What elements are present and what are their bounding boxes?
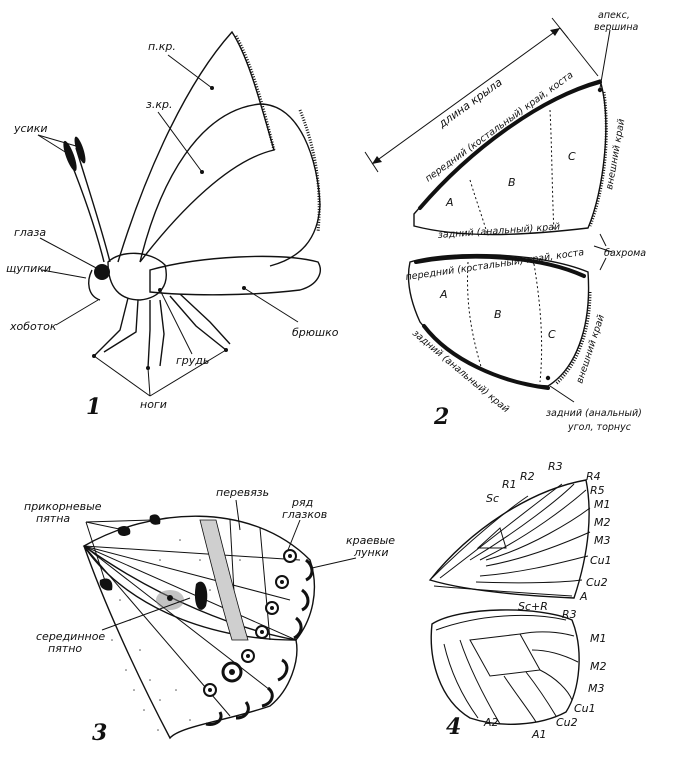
fig1-number: 1 bbox=[86, 394, 101, 420]
fig2-label-tornus-1: задний (анальный) bbox=[546, 408, 642, 419]
fig4-fw-r1: R1 bbox=[502, 478, 517, 491]
fig4-hw-cu1: Cu1 bbox=[574, 702, 596, 715]
fig1-thorax bbox=[107, 252, 167, 301]
fig4-hw-m2: M2 bbox=[590, 660, 607, 673]
fig1-forewing bbox=[117, 30, 275, 263]
fig3-label-ocelli-2: глазков bbox=[282, 508, 327, 521]
fig1-label-zkr: з.кр. bbox=[146, 98, 172, 111]
fig4-hw-m3: M3 bbox=[588, 682, 605, 695]
fig2-label-tornus-2: угол, торнус bbox=[567, 422, 632, 433]
fig3-label-basal-1: прикорневые bbox=[24, 500, 102, 513]
fig2-label-bakhroma: бахрома bbox=[604, 248, 646, 259]
fig4-hw-cu2: Cu2 bbox=[556, 716, 578, 729]
fig4-number: 4 bbox=[446, 714, 461, 740]
fig4-fw-m1: M1 bbox=[594, 498, 611, 511]
fig3-label-basal-2: пятна bbox=[36, 512, 70, 525]
fig4-fw-m3: M3 bbox=[594, 534, 611, 547]
fig1-abdomen bbox=[149, 255, 321, 296]
fig4-hw-m1: M1 bbox=[590, 632, 607, 645]
fig1-leg-2 bbox=[147, 300, 151, 369]
fig3-label-ocelli-1: ряд bbox=[291, 496, 313, 509]
fig3-discal-spot bbox=[194, 581, 208, 610]
fig3-label-lunules-1: краевые bbox=[346, 534, 395, 547]
fig1-label-nogi: ноги bbox=[140, 398, 167, 411]
fig4-fw-sc: Sc bbox=[486, 492, 499, 505]
fig4-hw-r3: R3 bbox=[562, 608, 577, 621]
fig3-marginal-lunules bbox=[205, 558, 314, 726]
fig4-hw-a2: A2 bbox=[483, 716, 499, 729]
fig4-hw-a1: A1 bbox=[531, 728, 547, 741]
fig3-label-lunules-2: лунки bbox=[353, 546, 389, 559]
fig3-number: 3 bbox=[92, 720, 107, 746]
fig4-fw-cu1: Cu1 bbox=[590, 554, 612, 567]
fig1-antenna-1 bbox=[69, 159, 105, 263]
fig2-label-outer-edge-hw: внешний край bbox=[574, 313, 607, 385]
fig1-label-glaza: глаза bbox=[14, 226, 46, 239]
fig2-hw-region-b: B bbox=[494, 308, 502, 321]
fig2-fw-region-c: C bbox=[568, 150, 576, 163]
fig2-wing-regions: A B C A B C длина крыла передний (костал… bbox=[364, 10, 646, 433]
fig4-fw-a: A bbox=[579, 590, 588, 603]
fig4-hindwing bbox=[430, 609, 580, 725]
fig1-label-khobotok: хоботок bbox=[9, 320, 57, 333]
fig2-label-rear-edge-hw: задний (анальный) край bbox=[410, 328, 511, 415]
fig3-wing-pattern: прикорневые пятна перевязь ряд глазков к… bbox=[24, 486, 395, 746]
fig2-label-rear-edge-fw: задний (анальный) край bbox=[437, 221, 560, 241]
fig2-hw-region-c: C bbox=[548, 328, 556, 341]
fig3-forewing bbox=[82, 515, 316, 641]
fig1-label-grud: грудь bbox=[176, 354, 209, 367]
fig4-hw-scr: Sc+R bbox=[518, 600, 548, 613]
fig2-hw-region-a: A bbox=[439, 288, 448, 301]
fig4-forewing bbox=[428, 479, 590, 599]
fig3-band bbox=[199, 519, 249, 641]
fig1-label-bryushko: брюшко bbox=[292, 326, 339, 339]
fig2-label-apex-2: вершина bbox=[594, 22, 639, 33]
fig4-fw-r2: R2 bbox=[520, 470, 535, 483]
fig4-fw-r4: R4 bbox=[586, 470, 601, 483]
fig4-fw-m2: M2 bbox=[594, 516, 611, 529]
fig3-label-discal-1: серединное bbox=[36, 630, 105, 643]
fig3-label-discal-2: пятно bbox=[48, 642, 82, 655]
fig2-label-apex-1: апекс, bbox=[598, 10, 630, 21]
fig1-hindwing bbox=[139, 103, 321, 267]
fig2-hindwing bbox=[407, 253, 590, 387]
fig2-number: 2 bbox=[433, 404, 449, 430]
fig4-venation: Sc R1 R2 R3 R4 R5 M1 M2 M3 Cu1 Cu2 A Sc+… bbox=[428, 460, 612, 741]
fig3-ocelli-row bbox=[203, 549, 297, 697]
fig1-label-usiki: усики bbox=[13, 122, 48, 135]
fig2-fw-region-a: A bbox=[445, 196, 454, 209]
fig3-hindwing bbox=[83, 545, 298, 740]
fig4-fw-r3: R3 bbox=[548, 460, 563, 473]
fig2-forewing bbox=[413, 79, 607, 236]
fig2-length-arrow bbox=[371, 27, 561, 165]
fig1-leg-3 bbox=[169, 295, 227, 351]
fig4-fw-cu2: Cu2 bbox=[586, 576, 608, 589]
fig1-butterfly-side: п.кр. з.кр. усики глаза щупики хоботок г… bbox=[6, 30, 339, 420]
fig1-label-pkr: п.кр. bbox=[148, 40, 176, 53]
fig4-fw-r5: R5 bbox=[590, 484, 605, 497]
fig1-eye bbox=[94, 264, 110, 280]
fig2-fw-region-b: B bbox=[508, 176, 516, 189]
fig1-label-shchupiki: щупики bbox=[6, 262, 51, 275]
fig1-leg-1 bbox=[93, 297, 129, 357]
fig3-label-band: перевязь bbox=[216, 486, 269, 499]
